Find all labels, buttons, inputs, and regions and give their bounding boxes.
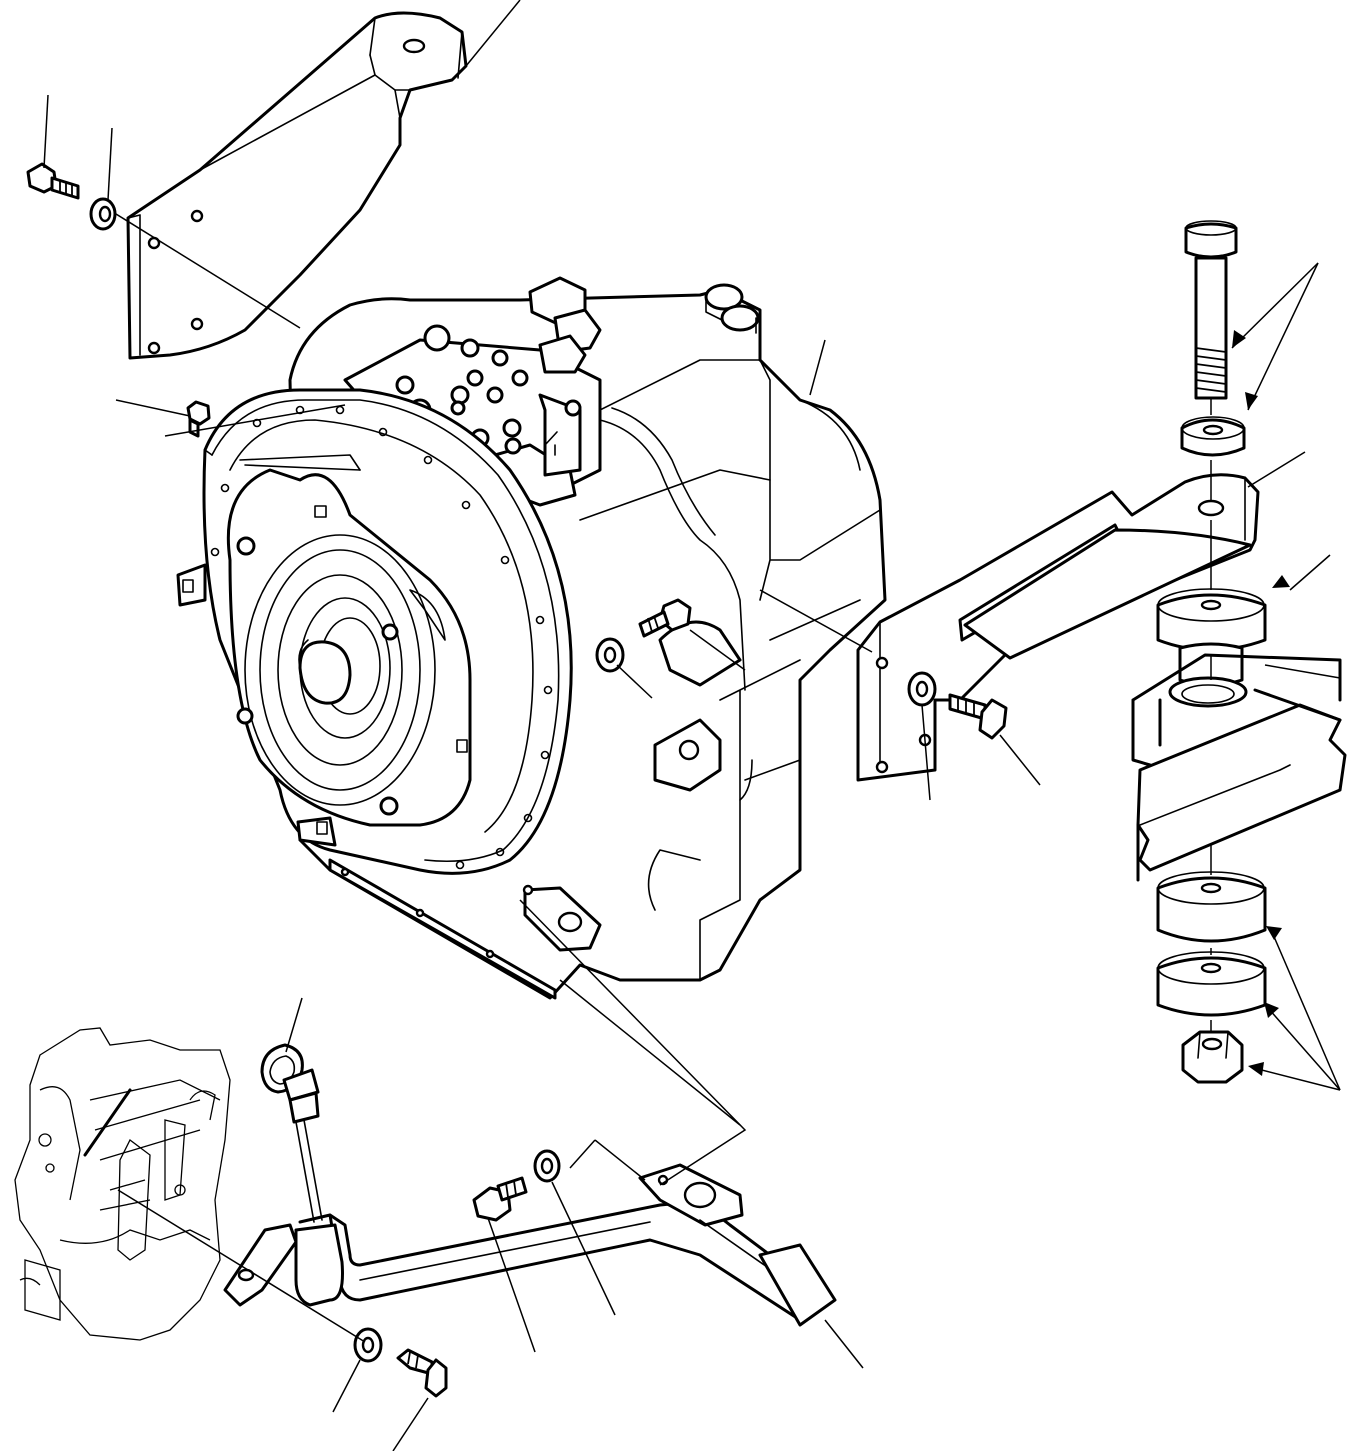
bracket-bolt — [26, 162, 80, 200]
arrowheads — [1232, 330, 1290, 1076]
upper-rubber-mount — [1156, 588, 1267, 687]
frame-section — [1131, 653, 1347, 882]
side-bracket-bolt — [948, 693, 1008, 740]
mount-washer — [1180, 416, 1246, 457]
mount-nut — [1181, 1030, 1244, 1084]
clip-bolt — [396, 1348, 448, 1398]
side-mount-bracket — [856, 473, 1260, 782]
control-valve-block — [343, 276, 602, 507]
filler-tube — [223, 1163, 837, 1327]
torque-converter-flange — [176, 388, 573, 875]
tube-washer — [533, 1149, 561, 1183]
engine-location-sketch — [14, 1027, 231, 1341]
bracket-washer — [89, 197, 117, 231]
tube-bolt — [472, 1176, 528, 1222]
mount-bolt — [1184, 220, 1238, 400]
dipstick — [260, 1043, 323, 1223]
side-bracket-washer — [907, 671, 937, 707]
leader-lines — [43, 0, 1341, 1451]
housing-bolt — [638, 598, 692, 638]
lower-rubber-mount-lower — [1156, 951, 1267, 1017]
lower-rubber-mount-upper — [1156, 871, 1267, 943]
clip-washer — [353, 1327, 383, 1363]
housing-washer — [595, 637, 625, 673]
